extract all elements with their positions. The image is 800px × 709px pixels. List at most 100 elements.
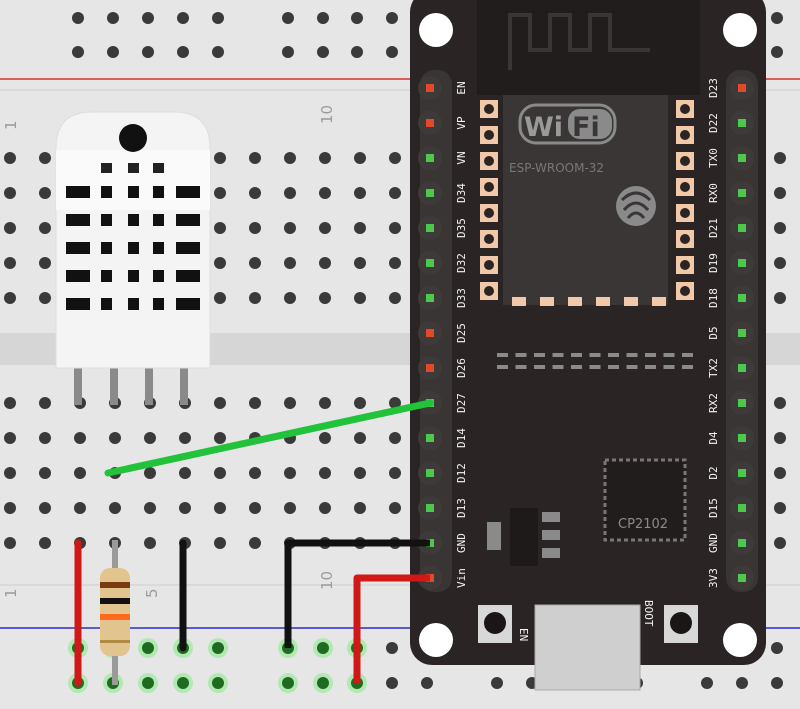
breadboard-hole[interactable] xyxy=(249,537,261,549)
breadboard-hole[interactable] xyxy=(319,222,331,234)
breadboard-hole[interactable] xyxy=(4,187,16,199)
breadboard-hole[interactable] xyxy=(421,677,433,689)
breadboard-hole[interactable] xyxy=(144,537,156,549)
breadboard-hole[interactable] xyxy=(282,12,294,24)
breadboard-hole[interactable] xyxy=(774,397,786,409)
breadboard-hole[interactable] xyxy=(74,432,86,444)
breadboard-hole[interactable] xyxy=(107,46,119,58)
breadboard-hole[interactable] xyxy=(249,257,261,269)
breadboard-hole[interactable] xyxy=(74,467,86,479)
boot-button[interactable] xyxy=(670,612,692,634)
breadboard-hole[interactable] xyxy=(179,432,191,444)
breadboard-hole[interactable] xyxy=(39,187,51,199)
breadboard-hole[interactable] xyxy=(179,467,191,479)
esp32-board[interactable]: Wi Fi ESP-WROOM-32 CP2102 EN BOOT ENVPVN… xyxy=(410,0,766,691)
breadboard-hole[interactable] xyxy=(701,677,713,689)
breadboard-hole[interactable] xyxy=(354,467,366,479)
breadboard-hole[interactable] xyxy=(491,677,503,689)
breadboard-hole[interactable] xyxy=(214,187,226,199)
breadboard-hole[interactable] xyxy=(354,152,366,164)
breadboard-hole[interactable] xyxy=(389,257,401,269)
breadboard-hole[interactable] xyxy=(144,432,156,444)
dht22-sensor[interactable] xyxy=(55,111,211,405)
breadboard-hole[interactable] xyxy=(319,187,331,199)
breadboard-hole[interactable] xyxy=(249,467,261,479)
breadboard-hole[interactable] xyxy=(177,46,189,58)
breadboard-hole[interactable] xyxy=(4,537,16,549)
breadboard-hole[interactable] xyxy=(39,257,51,269)
breadboard-hole[interactable] xyxy=(4,502,16,514)
breadboard-hole[interactable] xyxy=(284,397,296,409)
breadboard-hole[interactable] xyxy=(317,677,329,689)
breadboard-hole[interactable] xyxy=(389,502,401,514)
breadboard-hole[interactable] xyxy=(249,397,261,409)
breadboard-hole[interactable] xyxy=(214,292,226,304)
resistor[interactable] xyxy=(100,540,130,685)
breadboard-hole[interactable] xyxy=(214,467,226,479)
breadboard-hole[interactable] xyxy=(142,12,154,24)
breadboard-hole[interactable] xyxy=(354,397,366,409)
breadboard-hole[interactable] xyxy=(107,12,119,24)
breadboard-hole[interactable] xyxy=(177,677,189,689)
breadboard-hole[interactable] xyxy=(386,642,398,654)
breadboard-hole[interactable] xyxy=(4,397,16,409)
breadboard-hole[interactable] xyxy=(284,502,296,514)
breadboard-hole[interactable] xyxy=(214,502,226,514)
breadboard-hole[interactable] xyxy=(39,397,51,409)
breadboard-hole[interactable] xyxy=(142,677,154,689)
breadboard-hole[interactable] xyxy=(284,467,296,479)
breadboard-hole[interactable] xyxy=(386,677,398,689)
breadboard-hole[interactable] xyxy=(249,502,261,514)
breadboard-hole[interactable] xyxy=(214,432,226,444)
breadboard-hole[interactable] xyxy=(389,467,401,479)
en-button[interactable] xyxy=(484,612,506,634)
breadboard-hole[interactable] xyxy=(4,152,16,164)
breadboard-hole[interactable] xyxy=(774,502,786,514)
breadboard-hole[interactable] xyxy=(39,467,51,479)
breadboard-hole[interactable] xyxy=(4,292,16,304)
breadboard-hole[interactable] xyxy=(39,292,51,304)
breadboard-hole[interactable] xyxy=(282,677,294,689)
breadboard-hole[interactable] xyxy=(142,642,154,654)
breadboard-hole[interactable] xyxy=(774,257,786,269)
breadboard-hole[interactable] xyxy=(249,222,261,234)
breadboard-hole[interactable] xyxy=(212,677,224,689)
breadboard-hole[interactable] xyxy=(771,677,783,689)
breadboard-hole[interactable] xyxy=(317,642,329,654)
breadboard-hole[interactable] xyxy=(109,432,121,444)
breadboard-hole[interactable] xyxy=(319,257,331,269)
usb-port[interactable] xyxy=(534,604,641,691)
breadboard-hole[interactable] xyxy=(389,187,401,199)
data-wire[interactable] xyxy=(104,399,434,477)
breadboard-hole[interactable] xyxy=(177,12,189,24)
breadboard-hole[interactable] xyxy=(212,642,224,654)
breadboard-hole[interactable] xyxy=(72,12,84,24)
breadboard-hole[interactable] xyxy=(214,257,226,269)
breadboard-hole[interactable] xyxy=(317,46,329,58)
breadboard-hole[interactable] xyxy=(774,432,786,444)
breadboard-hole[interactable] xyxy=(39,222,51,234)
breadboard-hole[interactable] xyxy=(212,12,224,24)
breadboard-hole[interactable] xyxy=(179,502,191,514)
breadboard-hole[interactable] xyxy=(771,642,783,654)
breadboard-hole[interactable] xyxy=(354,257,366,269)
breadboard-hole[interactable] xyxy=(389,222,401,234)
breadboard-hole[interactable] xyxy=(354,432,366,444)
breadboard-hole[interactable] xyxy=(319,467,331,479)
breadboard-hole[interactable] xyxy=(214,537,226,549)
breadboard-hole[interactable] xyxy=(389,432,401,444)
breadboard-hole[interactable] xyxy=(72,46,84,58)
breadboard-hole[interactable] xyxy=(774,467,786,479)
breadboard-hole[interactable] xyxy=(351,12,363,24)
breadboard-hole[interactable] xyxy=(354,292,366,304)
breadboard-hole[interactable] xyxy=(214,222,226,234)
breadboard-hole[interactable] xyxy=(774,292,786,304)
breadboard-hole[interactable] xyxy=(249,292,261,304)
breadboard-hole[interactable] xyxy=(4,222,16,234)
breadboard-hole[interactable] xyxy=(109,502,121,514)
breadboard-hole[interactable] xyxy=(771,12,783,24)
breadboard-hole[interactable] xyxy=(144,502,156,514)
breadboard-hole[interactable] xyxy=(317,12,329,24)
breadboard-hole[interactable] xyxy=(284,257,296,269)
breadboard-hole[interactable] xyxy=(284,187,296,199)
